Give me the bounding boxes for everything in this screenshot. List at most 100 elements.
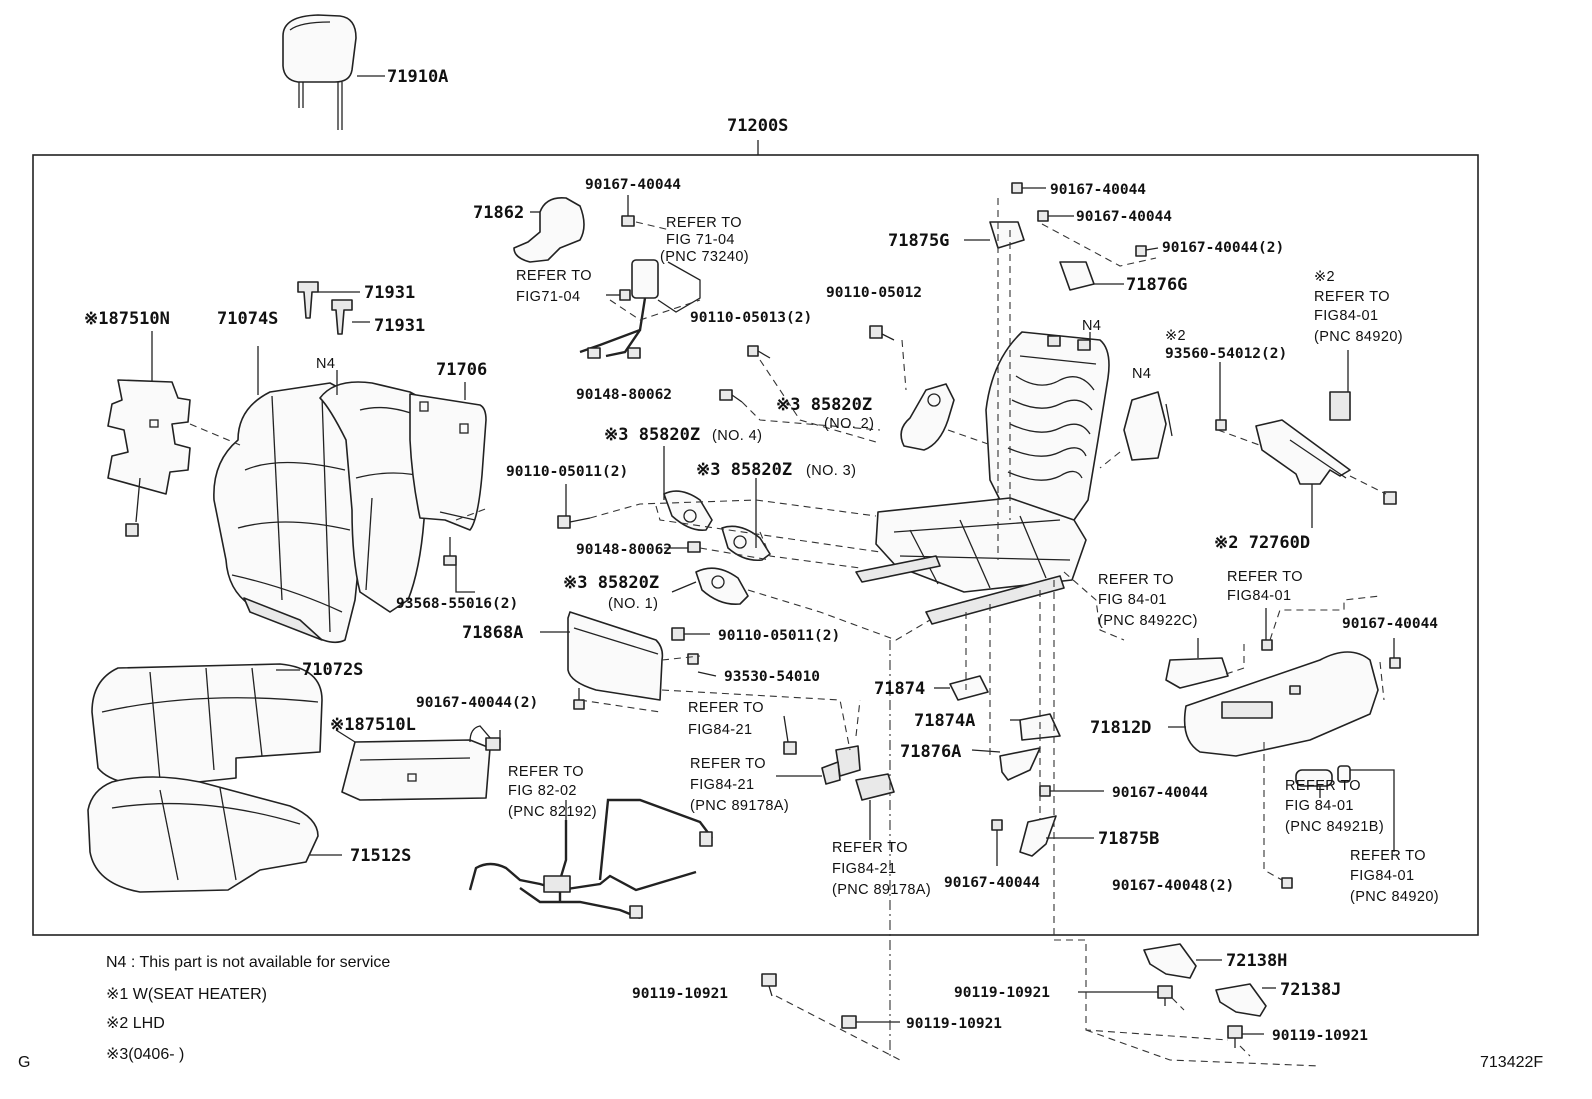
label-93530-54010: 93530-54010: [724, 669, 820, 685]
label-71862: 71862: [473, 203, 524, 223]
svg-text:FIG84-21: FIG84-21: [832, 861, 896, 877]
label-85820Z-no1: ※3 85820Z: [563, 573, 659, 593]
note-n4: N4 : This part is not available for serv…: [106, 954, 390, 971]
label-71512S: 71512S: [350, 846, 411, 866]
assembly-frame: [32, 154, 1479, 936]
side-cover-71812d-illustration: [1183, 651, 1379, 757]
motor-no3-illustration: [721, 525, 771, 562]
bolt-90119-d-illustration: [1227, 1025, 1243, 1048]
svg-text:REFER TO: REFER TO: [1098, 572, 1174, 588]
svg-text:FIG84-01: FIG84-01: [1314, 308, 1378, 324]
label-no3: (NO. 3): [806, 463, 856, 479]
screw-90167-40044-e-illustration: [1039, 785, 1051, 797]
svg-text:REFER TO: REFER TO: [516, 268, 592, 284]
side-pad-n4-illustration: [1123, 391, 1173, 461]
corner-code-left: G: [18, 1054, 30, 1071]
svg-text:REFER TO: REFER TO: [508, 764, 584, 780]
screw-93568-illustration: [443, 537, 457, 566]
label-90167-40044-c: 90167-40044: [1076, 209, 1172, 225]
label-71074S: 71074S: [217, 309, 278, 329]
illustration-number: 713422F: [1480, 1054, 1543, 1071]
label-x2-b: ※2: [1165, 328, 1186, 344]
svg-text:REFER TO: REFER TO: [666, 215, 742, 231]
svg-text:FIG84-01: FIG84-01: [1227, 588, 1291, 604]
label-90119-10921-a: 90119-10921: [632, 986, 728, 1002]
label-x2-a: ※2: [1314, 269, 1335, 285]
label-71910A: 71910A: [387, 67, 448, 87]
bracket-71876a-illustration: [999, 747, 1041, 781]
connector-89178a-a-illustration: [821, 745, 861, 785]
bolt-refer-71-04-illustration: [619, 289, 631, 301]
motor-no1-illustration: [695, 567, 749, 606]
label-90167-40044-d: 90167-40044: [1342, 616, 1438, 632]
label-90167-40044-f: 90167-40044: [944, 875, 1040, 891]
bolt-90110-05012-illustration: [869, 325, 895, 341]
label-85820Z-no4: ※3 85820Z: [604, 425, 700, 445]
screw-90167-2-illustration: [1135, 245, 1147, 257]
seat-cushion-cover-illustration: [91, 663, 323, 787]
bolt-refer-84-01-illustration: [1261, 639, 1273, 651]
ref-fig-84-21-pnc-89178a-a: REFER TO FIG84-21 (PNC 89178A): [690, 756, 789, 814]
svg-text:FIG 71-04: FIG 71-04: [666, 232, 735, 248]
ref-fig-82-02-pnc-82192: REFER TO FIG 82-02 (PNC 82192): [508, 764, 597, 820]
label-no1: (NO. 1): [608, 596, 658, 612]
svg-text:(PNC 84922C): (PNC 84922C): [1098, 613, 1198, 629]
cover-71862-illustration: [513, 196, 585, 263]
label-187510L: ※187510L: [330, 715, 416, 735]
screw-90167-b-illustration: [1011, 182, 1023, 194]
bracket-71875g-illustration: [989, 221, 1025, 249]
svg-text:FIG71-04: FIG71-04: [516, 289, 580, 305]
svg-text:FIG 84-01: FIG 84-01: [1285, 798, 1354, 814]
screw-90167-c-illustration: [1037, 210, 1049, 222]
label-no4: (NO. 4): [712, 428, 762, 444]
cover-71868a-illustration: [567, 611, 664, 701]
svg-text:REFER TO: REFER TO: [1227, 569, 1303, 585]
svg-text:(PNC 84920): (PNC 84920): [1350, 889, 1439, 905]
label-no2: (NO. 2): [824, 416, 874, 432]
seat-cushion-pad-illustration: [87, 776, 319, 893]
label-90119-10921-d: 90119-10921: [1272, 1028, 1368, 1044]
note-x3: ※3(0406- ): [106, 1046, 184, 1063]
ref-fig-84-01-pnc-84922c: REFER TO FIG 84-01 (PNC 84922C): [1098, 572, 1198, 629]
knob-84920-illustration: [1337, 765, 1351, 783]
bracket-71876g-illustration: [1059, 261, 1095, 291]
label-71876A: 71876A: [900, 742, 961, 762]
seatbelt-buckle-illustration: [579, 259, 659, 359]
label-71931-b: 71931: [374, 316, 425, 336]
bracket-72138j-illustration: [1215, 983, 1267, 1017]
label-71874A: 71874A: [914, 711, 975, 731]
label-90167-40048-2: 90167-40048(2): [1112, 878, 1234, 894]
seat-frame-illustration: [855, 331, 1110, 625]
bolt-90110-05011-b-illustration: [671, 627, 710, 641]
wire-harness-82192-illustration: [468, 798, 713, 920]
label-90119-10921-c: 90119-10921: [954, 985, 1050, 1001]
label-71874: 71874: [874, 679, 925, 699]
cushion-heater-illustration: [341, 725, 501, 801]
bolt-90119-c-illustration: [1157, 985, 1173, 1006]
clip-71931-illustration: [297, 281, 353, 335]
svg-text:(PNC 89178A): (PNC 89178A): [690, 798, 789, 814]
ref-fig-84-21-pnc-89178a-b: REFER TO FIG84-21 (PNC 89178A): [832, 840, 931, 898]
bracket-71874-illustration: [949, 675, 989, 701]
svg-text:(PNC 73240): (PNC 73240): [660, 249, 749, 265]
bracket-71875b-illustration: [1019, 815, 1057, 857]
label-71868A: 71868A: [462, 623, 523, 643]
ref-fig-71-04: REFER TO FIG71-04: [516, 268, 592, 305]
label-71931-a: 71931: [364, 283, 415, 303]
svg-text:REFER TO: REFER TO: [690, 756, 766, 772]
connector-89178a-b-illustration: [855, 773, 895, 801]
label-93560-54012-2: 93560-54012(2): [1165, 346, 1287, 362]
label-71875G: 71875G: [888, 231, 949, 251]
note-x2: ※2 LHD: [106, 1015, 165, 1032]
bolt-90148-80062-b-illustration: [687, 541, 701, 553]
label-71200S: 71200S: [727, 116, 788, 136]
screw-90167-40048-illustration: [1281, 877, 1293, 889]
label-90110-05013-2: 90110-05013(2): [690, 310, 812, 326]
label-90167-40044-2: 90167-40044(2): [1162, 240, 1284, 256]
label-90110-05011-2a: 90110-05011(2): [506, 464, 628, 480]
label-90148-80062-b: 90148-80062: [576, 542, 672, 558]
label-90167-40044-e: 90167-40044: [1112, 785, 1208, 801]
label-72138J: 72138J: [1280, 980, 1341, 1000]
bolt-90119-b-illustration: [841, 1015, 857, 1029]
